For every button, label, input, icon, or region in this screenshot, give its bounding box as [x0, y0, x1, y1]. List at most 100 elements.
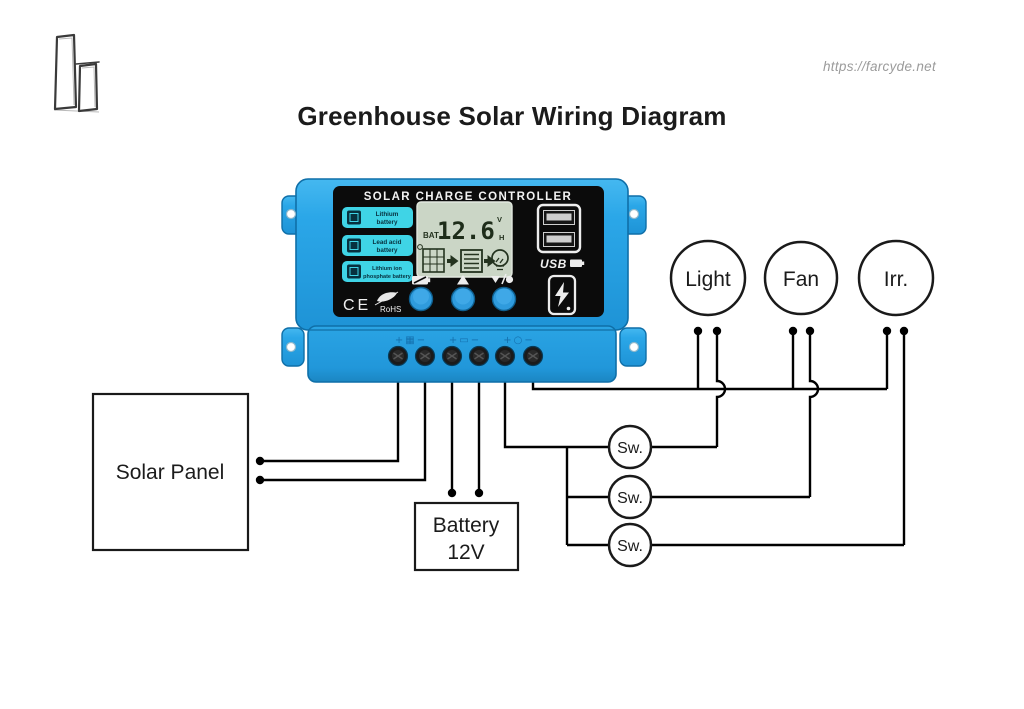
- load-circle-irr: [857, 239, 935, 317]
- connection-dot: [693, 326, 703, 336]
- screw-hole: [285, 208, 297, 220]
- terminal-screw[interactable]: [468, 345, 490, 367]
- battery-box: [413, 501, 520, 572]
- battery-type-label: phosphate battery: [363, 274, 412, 280]
- leaf-icon: [377, 292, 397, 302]
- load-terminal-label: +○−: [503, 335, 534, 346]
- controller-title: SOLAR CHARGE CONTROLLER: [364, 191, 573, 203]
- lcd-voltage: 12.6: [437, 217, 495, 245]
- load-label-irr: Irr.: [884, 268, 909, 291]
- switch-circle-1: [607, 424, 653, 470]
- battery-label-line1: Battery: [433, 514, 500, 537]
- terminal-screw[interactable]: [414, 345, 436, 367]
- site-url: https://farcyde.net: [822, 59, 936, 74]
- battery-select-icon: [412, 276, 431, 285]
- page-title: Greenhouse Solar Wiring Diagram: [297, 101, 727, 131]
- battery-type-label: battery: [377, 219, 398, 226]
- logo-overshoot-line: [75, 61, 100, 65]
- battery-label-line2: 12V: [447, 541, 484, 564]
- button-highlight: [455, 288, 471, 305]
- wire-load-negative-bus: [531, 331, 889, 391]
- wire-switch3-to-irr: [651, 331, 906, 547]
- charge-controller: SOLAR CHARGE CONTROLLER Lithium battery …: [281, 178, 647, 383]
- battery-type-pill-lithium: Lithium battery: [342, 207, 413, 228]
- wire-switch2-to-fan: [651, 331, 820, 499]
- controller-buttons[interactable]: [408, 286, 517, 312]
- switch-label-1: Sw.: [617, 440, 643, 457]
- connection-dot: [255, 475, 265, 485]
- button-icons: [412, 273, 514, 285]
- battery-type-pill-lifepo: Lithium ion phosphate battery: [342, 261, 413, 282]
- logo-tall-bar: [53, 33, 78, 111]
- logo-sketch: [53, 33, 100, 113]
- lightning-bolt-icon: [555, 282, 569, 307]
- connection-dot: [474, 488, 484, 498]
- battery-type-pill-lead-acid: Lead acid battery: [342, 235, 413, 256]
- lcd-hour-unit: H: [499, 233, 504, 242]
- lcd-volt-unit: V: [497, 215, 502, 224]
- switch-circle-2: [607, 474, 653, 520]
- connection-dot: [788, 326, 798, 336]
- battery-type-label: Lithium ion: [372, 266, 402, 272]
- logo-short-bar: [77, 62, 99, 113]
- load-label-fan: Fan: [783, 268, 819, 291]
- terminal-screw[interactable]: [441, 345, 463, 367]
- lcd-bat-label: BAT: [423, 231, 439, 240]
- screw-hole: [285, 341, 297, 353]
- wire-solar-positive: [260, 360, 400, 463]
- wire-load-positive-to-switches: [503, 360, 609, 547]
- button-highlight: [413, 288, 429, 305]
- up-arrow-icon: [457, 275, 469, 285]
- terminal-screws: [387, 345, 544, 367]
- rohs-label: RoHS: [380, 305, 401, 314]
- battery-terminal-label: +▭−: [449, 335, 481, 346]
- rohs-mark: RoHS: [374, 291, 401, 314]
- bulb-icon: [491, 249, 509, 271]
- battery-type-label: battery: [377, 247, 398, 254]
- usb-label: USB: [540, 257, 567, 271]
- phone-charging-icon: [547, 274, 577, 316]
- solar-panel-box: [91, 392, 250, 552]
- terminal-screw[interactable]: [387, 345, 409, 367]
- home-button-dot: [566, 306, 571, 311]
- terminal-labels: +▦− +▭− +○−: [395, 335, 534, 346]
- usb-port[interactable]: [543, 210, 575, 225]
- load-circle-light: [669, 239, 747, 317]
- wire-solar-negative: [260, 360, 427, 482]
- battery-type-label: Lead acid: [372, 239, 401, 246]
- mounting-holes: [285, 208, 640, 353]
- load-circle-fan: [763, 240, 839, 316]
- connection-dot: [447, 488, 457, 498]
- solar-terminal-label: +▦−: [395, 335, 427, 346]
- down-bulb-icon: [491, 273, 514, 285]
- logo-ground-line: [53, 109, 100, 113]
- terminal-screw[interactable]: [494, 345, 516, 367]
- connection-dot: [805, 326, 815, 336]
- wire-switch1-to-light: [651, 331, 727, 449]
- load-label-light: Light: [685, 268, 731, 291]
- switch-circle-3: [607, 522, 653, 568]
- terminal-screw[interactable]: [522, 345, 544, 367]
- solar-panel-label: Solar Panel: [116, 461, 225, 484]
- button-highlight: [496, 288, 512, 305]
- battery-icon: [347, 238, 361, 253]
- ce-mark: CE: [343, 297, 371, 314]
- battery-icon: [347, 210, 361, 225]
- solar-panel-icon: [417, 244, 445, 273]
- battery-level-icon: [460, 249, 483, 273]
- arrow-right-icon: [447, 255, 459, 267]
- connection-dot: [882, 326, 892, 336]
- screw-hole: [628, 341, 640, 353]
- battery-icon: [347, 264, 361, 279]
- arrow-right-icon: [484, 255, 496, 267]
- connection-dot: [899, 326, 909, 336]
- screw-hole: [628, 208, 640, 220]
- usb-port[interactable]: [543, 232, 575, 247]
- switch-label-3: Sw.: [617, 538, 643, 555]
- logo-sketch-double-line: [58, 37, 96, 108]
- battery-charge-icon: [570, 259, 585, 267]
- connection-dot: [712, 326, 722, 336]
- lcd-screen: BAT 12.6 V H: [416, 201, 513, 278]
